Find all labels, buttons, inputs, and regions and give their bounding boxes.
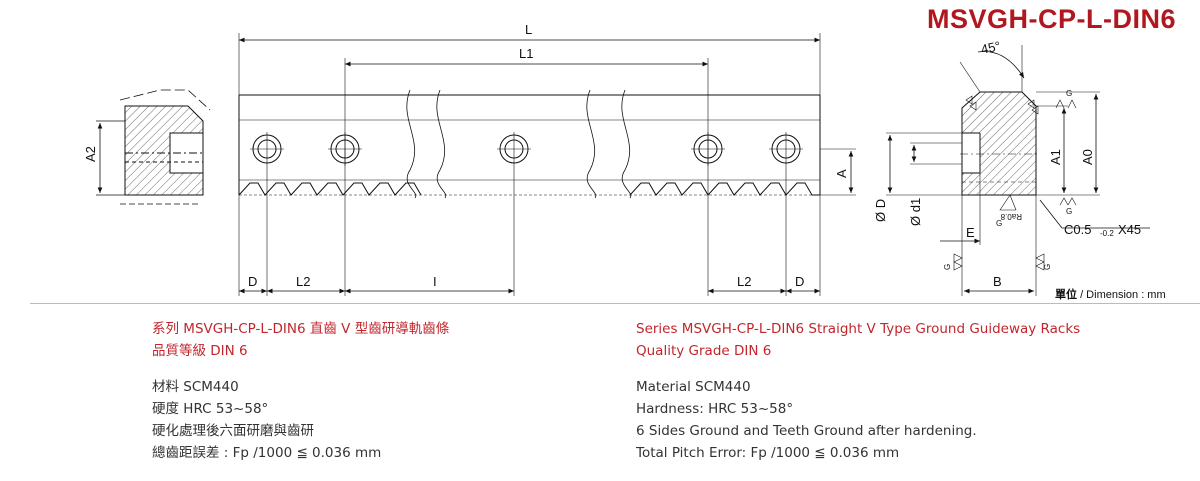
dim-l-label: L bbox=[525, 22, 532, 37]
process-en: 6 Sides Ground and Teeth Ground after ha… bbox=[636, 423, 977, 439]
dim-l1-label: L1 bbox=[519, 46, 533, 61]
hardness-en: Hardness: HRC 53~58° bbox=[636, 401, 794, 417]
grind-symbol-bottom: G bbox=[1066, 207, 1072, 216]
technical-drawing: A2 bbox=[83, 22, 1150, 296]
dim-b-label: B bbox=[993, 274, 1002, 289]
chamfer-base-label: C0.5 bbox=[1064, 222, 1091, 237]
process-zh: 硬化處理後六面研磨與齒研 bbox=[152, 423, 314, 439]
series-zh: 系列 MSVGH-CP-L-DIN6 直齒 V 型齒研導軌齒條 bbox=[152, 321, 450, 337]
unit-label: 單位 / Dimension : mm bbox=[1055, 286, 1166, 302]
rack-front-view bbox=[238, 33, 856, 296]
dim-e-label: E bbox=[966, 225, 975, 240]
hardness-zh: 硬度 HRC 53~58° bbox=[152, 401, 269, 417]
unit-label-zh: 單位 bbox=[1055, 289, 1077, 301]
dim-l2-right-label: L2 bbox=[737, 274, 751, 289]
dim-dia-d1-label: Ø d1 bbox=[908, 198, 923, 226]
grind-symbol-chamfer: G bbox=[996, 219, 1002, 228]
grade-en: Quality Grade DIN 6 bbox=[636, 343, 772, 359]
series-en: Series MSVGH-CP-L-DIN6 Straight V Type G… bbox=[636, 321, 1081, 337]
material-en: Material SCM440 bbox=[636, 379, 751, 395]
dim-a1-label: A1 bbox=[1048, 149, 1063, 165]
roughness-label: Ra0.8 bbox=[1000, 212, 1022, 221]
specs-chinese: 系列 MSVGH-CP-L-DIN6 直齒 V 型齒研導軌齒條 品質等級 DIN… bbox=[152, 318, 449, 464]
grind-symbol-right-side: G bbox=[1043, 264, 1052, 270]
right-section-view bbox=[886, 45, 1150, 296]
dim-a2-label: A2 bbox=[83, 146, 98, 162]
grind-symbol-left-side: G bbox=[943, 264, 952, 270]
dim-d-left-label: D bbox=[248, 274, 257, 289]
dim-dia-d-label: Ø D bbox=[873, 199, 888, 222]
pitch-error-zh: 總齒距誤差 : Fp /1000 ≦ 0.036 mm bbox=[152, 445, 382, 461]
dim-a0-label: A0 bbox=[1080, 149, 1095, 165]
unit-label-en: / Dimension : mm bbox=[1080, 289, 1166, 301]
dim-a-label: A bbox=[834, 169, 849, 178]
model-title: MSVGH-CP-L-DIN6 bbox=[927, 4, 1176, 34]
grind-symbol-top: G bbox=[1066, 89, 1072, 98]
grade-zh: 品質等級 DIN 6 bbox=[152, 343, 248, 359]
angle-label: 45° bbox=[980, 38, 1002, 57]
material-zh: 材料 SCM440 bbox=[152, 379, 239, 395]
left-end-view bbox=[96, 89, 211, 205]
specs-english: Series MSVGH-CP-L-DIN6 Straight V Type G… bbox=[636, 318, 1080, 464]
dim-l2-left-label: L2 bbox=[296, 274, 310, 289]
chamfer-tol-label: -0.2 bbox=[1100, 229, 1114, 238]
pitch-error-en: Total Pitch Error: Fp /1000 ≦ 0.036 mm bbox=[636, 445, 900, 461]
dim-d-right-label: D bbox=[795, 274, 804, 289]
dim-i-label: I bbox=[433, 274, 437, 289]
section-divider bbox=[30, 303, 1200, 304]
chamfer-angle-label: X45 bbox=[1118, 222, 1141, 237]
